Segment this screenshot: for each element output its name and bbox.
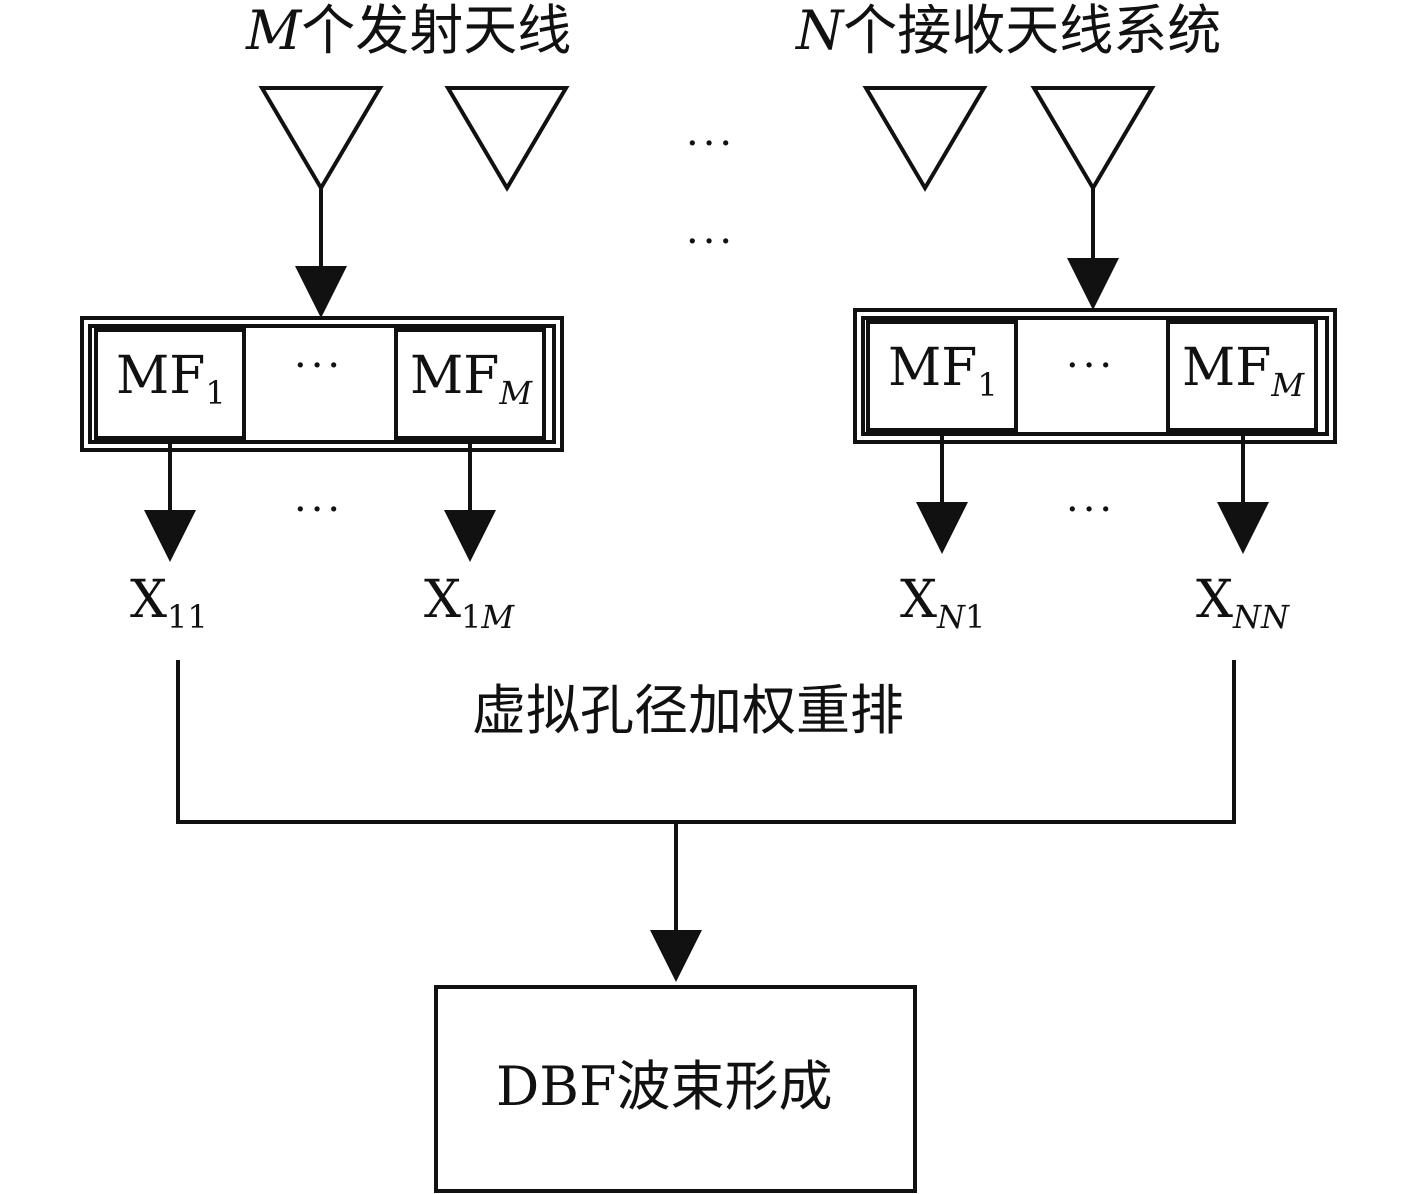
right-mf-1-label: MF1 [888, 338, 998, 405]
antenna-ellipsis-1: ··· [686, 121, 737, 167]
output-xn1: XN1 [900, 570, 986, 637]
output-xnn: XNN [1196, 570, 1290, 637]
dbf-box [434, 985, 917, 1193]
left-mf-m-arrowhead [444, 510, 496, 562]
transmit-arrowhead [295, 266, 347, 318]
left-mf-1-arrowhead [144, 510, 196, 562]
output-x11: X11 [130, 570, 208, 637]
left-mf-bank-outer [80, 316, 564, 452]
left-mf-bank-inner [88, 324, 556, 444]
dbf-label: DBF波束形成 [496, 1055, 833, 1118]
antenna-ellipsis-2: ··· [686, 219, 737, 265]
reorder-label: 虚拟孔径加权重排 [472, 679, 904, 742]
dbf-arrowhead [650, 930, 702, 982]
right-mf-1-arrowhead [916, 502, 968, 554]
right-mf-bank-inner [861, 316, 1329, 436]
left-mf-m-label: MFM [410, 346, 533, 413]
transmit-title: M个发射天线 [246, 0, 572, 62]
right-mf-m-arrowhead [1217, 502, 1269, 554]
output-x1m: X1M [424, 570, 515, 637]
left-output-ellipsis: ··· [294, 487, 345, 533]
receive-arrowhead [1067, 258, 1119, 310]
receive-title: N个接收天线系统 [796, 0, 1222, 62]
left-mf-1-label: MF1 [116, 346, 226, 413]
right-mf-ellipsis: ··· [1066, 343, 1117, 389]
transmit-antenna-1 [258, 86, 384, 192]
right-mf-bank-outer [853, 308, 1337, 444]
receive-antenna-2 [1030, 86, 1156, 192]
transmit-antenna-2 [444, 86, 570, 192]
right-output-ellipsis: ··· [1066, 487, 1117, 533]
right-mf-m-label: MFM [1182, 338, 1305, 405]
reorder-bracket [176, 660, 1236, 824]
left-mf-ellipsis: ··· [294, 343, 345, 389]
receive-antenna-1 [862, 86, 988, 192]
